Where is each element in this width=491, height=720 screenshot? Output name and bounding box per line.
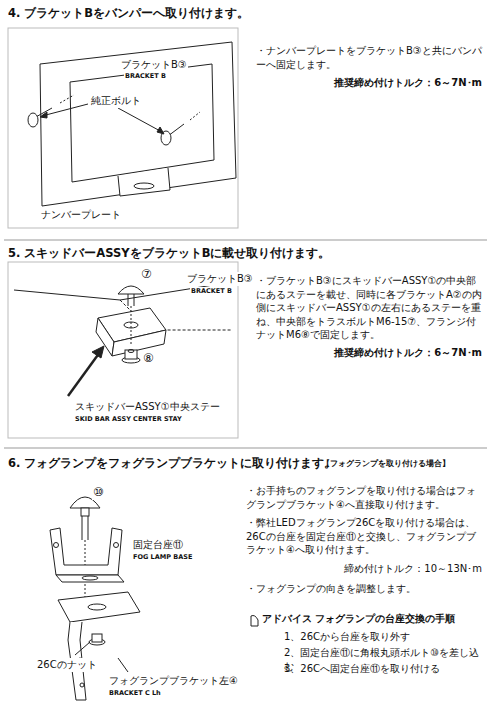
flange-nut bbox=[122, 350, 140, 364]
truss-bolt bbox=[118, 286, 144, 346]
divider bbox=[4, 240, 487, 241]
part-name: 固定台座⑪ bbox=[132, 538, 184, 552]
part-name-en: BRACKET C Lh bbox=[108, 689, 162, 698]
part-name-en: SKID BAR ASSY CENTER STAY bbox=[74, 415, 183, 424]
figure-frame bbox=[8, 262, 238, 438]
note: ・フォグランプの向きを調整します。 bbox=[246, 582, 482, 596]
advice-icon bbox=[251, 616, 258, 627]
section-heading: 5. スキッドバーASSYをブラケットBに載せ取り付けます。 bbox=[8, 246, 330, 262]
bolt bbox=[161, 112, 200, 145]
figure-frame bbox=[8, 28, 238, 228]
part-name: フォグランプブラケット左④ bbox=[108, 674, 239, 688]
part-name-en: FOG LAMP BASE bbox=[132, 553, 193, 562]
note: ・ブラケットB③にスキッドバーASSY①の中央部にあるステーを載せ、同時に各ブラ… bbox=[256, 274, 482, 342]
callout-number: ⑦ bbox=[140, 266, 153, 282]
note: ・お手持ちのフォグランプを取り付ける場合はフォグランプブラケット④へ直接取り付け… bbox=[246, 484, 482, 511]
advice-heading: アドバイス フォグランプの台座交換の手順 bbox=[262, 612, 484, 626]
step: 3、26Cへ固定台座⑪を取り付ける bbox=[284, 662, 484, 676]
part-name: 純正ボルト bbox=[90, 94, 142, 108]
carriage-bolt bbox=[70, 497, 100, 600]
leader-line bbox=[118, 108, 162, 132]
torque-note: 推奨締め付けトルク：6～7N･m bbox=[300, 346, 482, 360]
nut-26c bbox=[89, 634, 105, 645]
bolt bbox=[28, 95, 74, 127]
section-heading: 4. ブラケットBをバンパーへ取り付けます。 bbox=[8, 6, 249, 22]
callout-number: ⑩ bbox=[92, 484, 105, 500]
part-name: ブラケットB③ bbox=[186, 272, 254, 286]
pointer-arrow bbox=[68, 352, 100, 396]
leader-line bbox=[118, 658, 128, 672]
part-name-en: BRACKET B bbox=[124, 72, 167, 81]
fog-lamp-base bbox=[50, 528, 124, 582]
callout-number: ⑧ bbox=[142, 350, 155, 366]
bracket-tab bbox=[118, 168, 170, 196]
leader-line bbox=[75, 642, 90, 655]
part-name: 26Cのナット bbox=[36, 658, 98, 672]
note: ・弊社LEDフォグランプ26Cを取り付ける場合は、26Cの台座を固定台座⑪と交換… bbox=[246, 516, 482, 557]
step: 1、26Cから台座を取り外す bbox=[284, 630, 484, 644]
part-name: スキッドバーASSY①中央ステー bbox=[74, 400, 221, 414]
note: ・ナンバープレートをブラケットB③と共にバンパーへ固定します。 bbox=[256, 44, 482, 71]
bracket-b bbox=[70, 64, 214, 182]
part-name: ナンバープレート bbox=[40, 208, 122, 222]
part-name: ブラケットB③ bbox=[120, 58, 188, 72]
part-name-en: BRACKET B bbox=[190, 287, 233, 296]
number-plate bbox=[40, 42, 236, 206]
torque-note: 締め付けトルク：10～13N･m bbox=[300, 562, 482, 576]
leader-line bbox=[42, 104, 88, 116]
divider bbox=[4, 448, 487, 449]
slot bbox=[134, 183, 154, 189]
section-heading: 6. フォグランプをフォグランプブラケットに取り付けます。 bbox=[8, 456, 336, 472]
torque-note: 推奨締め付けトルク：6～7N･m bbox=[300, 76, 482, 90]
condition-note: 【フォグランプを取り付ける場合】 bbox=[322, 459, 450, 470]
